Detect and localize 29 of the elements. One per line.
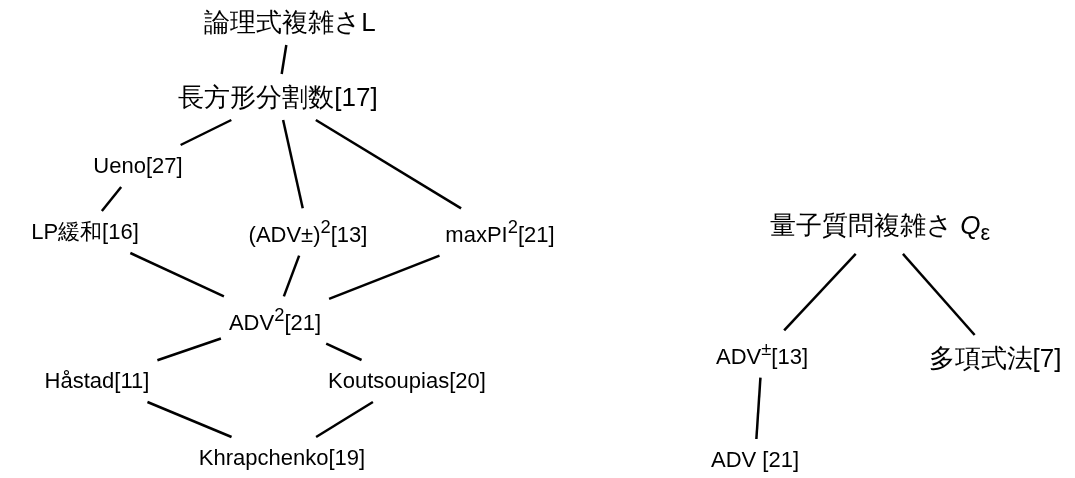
connector-line: [100, 186, 123, 212]
concept-label: Koutsoupias[20]: [320, 360, 494, 402]
connector-line: [282, 255, 301, 297]
concept-label: 論理式複雑さL: [196, 0, 384, 45]
concept-label: Khrapchenko[19]: [190, 437, 374, 478]
concept-label: Ueno[27]: [85, 145, 191, 187]
concept-label: 多項式法[7]: [920, 335, 1070, 381]
connector-line: [315, 118, 462, 210]
concept-label: ADV [21]: [703, 439, 807, 478]
connector-line: [280, 44, 288, 75]
connector-line: [180, 118, 232, 147]
concept-label: Håstad[11]: [36, 360, 158, 402]
connector-line: [281, 119, 304, 209]
concept-label: ADV$^{±}$[13]: [708, 330, 816, 378]
concept-label: maxPI$^{2}$[21]: [437, 208, 563, 256]
connector-line: [783, 253, 857, 332]
concept-label: (ADV±)$^{2}$[13]: [240, 208, 376, 256]
connector-line: [315, 400, 374, 439]
connector-line: [755, 377, 762, 440]
connector-line: [325, 342, 363, 362]
connector-line: [328, 254, 440, 300]
concept-label: 量子質問複雑さ Q$_{ε}$: [761, 202, 999, 254]
concept-label: 長方形分割数[17]: [170, 74, 386, 120]
connector-line: [146, 400, 233, 439]
connector-line: [902, 253, 976, 336]
connector-line: [157, 337, 222, 362]
concept-label: ADV$^{2}$[21]: [220, 296, 330, 344]
connector-line: [129, 251, 225, 298]
concept-label: LP緩和[16]: [23, 211, 147, 253]
